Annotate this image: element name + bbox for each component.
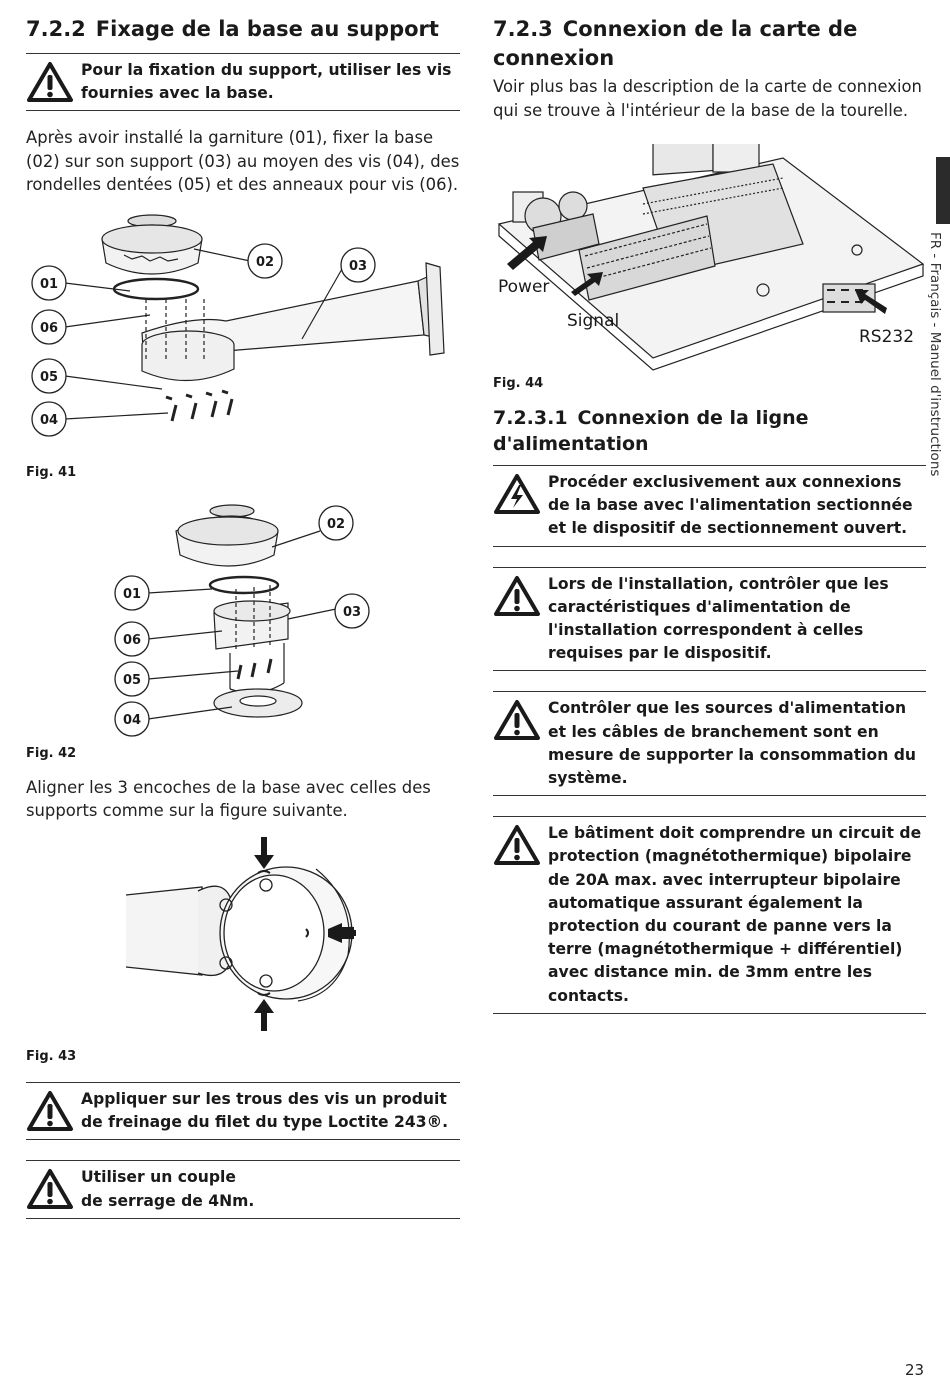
- callout-06: 06: [123, 633, 141, 648]
- arrow-power-icon: [507, 236, 547, 270]
- figure-44-caption: Fig. 44: [493, 376, 544, 391]
- warning-box-installation: Lors de l'installation, contrôler que le…: [493, 566, 926, 672]
- figure-44-labels: Power Signal RS232: [498, 277, 914, 347]
- warning-triangle-icon: [27, 62, 73, 102]
- warning-box-torque: Utiliser un couple de serrage de 4Nm.: [26, 1160, 460, 1219]
- language-side-tab: [936, 157, 950, 224]
- alignment-arrows: [254, 836, 356, 1031]
- warning-box-electric: Procéder exclusivement aux connexions de…: [493, 465, 926, 547]
- arrow-up-icon: [254, 998, 274, 1031]
- warning-text: Utiliser un couple de serrage de 4Nm.: [81, 1168, 255, 1210]
- callout-05: 05: [40, 370, 58, 385]
- warning-box-protection-circuit: Le bâtiment doit comprendre un circuit d…: [493, 816, 926, 1014]
- callout-06: 06: [40, 321, 58, 336]
- callout-05: 05: [123, 673, 141, 688]
- figure-44: Power Signal RS232: [493, 144, 926, 374]
- figure-44-drawing: Power Signal RS232: [497, 144, 925, 371]
- electric-shock-icon: [494, 474, 540, 514]
- arrow-signal-icon: [571, 272, 603, 296]
- warning-text: Le bâtiment doit comprendre un circuit d…: [548, 824, 922, 1005]
- callout-01: 01: [40, 277, 58, 292]
- callout-04: 04: [40, 413, 58, 428]
- label-rs232: RS232: [859, 327, 914, 347]
- callout-03: 03: [349, 259, 367, 274]
- page-number: 23: [905, 1361, 925, 1379]
- label-power: Power: [498, 277, 549, 297]
- callout-02: 02: [256, 255, 274, 270]
- warning-triangle-icon: [494, 575, 540, 616]
- figure-42-callouts: 01 06 05 04 02 03: [114, 505, 370, 737]
- figure-43: [26, 835, 460, 1047]
- arrow-down-icon: [254, 836, 274, 869]
- callout-01: 01: [123, 587, 141, 602]
- paragraph-connection-board: Voir plus bas la description de la carte…: [493, 77, 922, 120]
- paragraph-alignment: Aligner les 3 encoches de la base avec c…: [26, 777, 431, 821]
- figure-42-caption: Fig. 42: [26, 745, 77, 761]
- warning-text: Pour la fixation du support, utiliser le…: [81, 61, 452, 103]
- warning-text: Contrôler que les sources d'alimentation…: [548, 699, 917, 788]
- warning-text: Appliquer sur les trous des vis un produ…: [81, 1089, 449, 1132]
- callout-02: 02: [327, 517, 345, 532]
- figure-41-caption: Fig. 41: [26, 464, 77, 480]
- warning-text: Lors de l'installation, contrôler que le…: [548, 574, 889, 663]
- callout-04: 04: [123, 713, 141, 728]
- warning-box-fixation: Pour la fixation du support, utiliser le…: [26, 53, 460, 112]
- warning-triangle-icon: [27, 1169, 73, 1210]
- figure-43-caption: Fig. 43: [26, 1048, 77, 1064]
- paragraph-installation: Après avoir installé la garniture (01), …: [26, 128, 460, 195]
- figure-41-callouts: 01 06 05 04 02 03: [31, 243, 376, 437]
- warning-text: Procéder exclusivement aux connexions de…: [548, 473, 913, 538]
- figure-42-drawing: 01 06 05 04 02 03: [114, 504, 370, 737]
- figure-42: 01 06 05 04 02 03: [26, 493, 460, 745]
- label-signal: Signal: [567, 311, 619, 331]
- arrow-rs232-icon: [855, 290, 887, 314]
- callout-03: 03: [343, 605, 361, 620]
- figure-43-drawing: [125, 836, 356, 1031]
- figure-41: 01 06 05 04 02 03: [26, 203, 460, 463]
- language-side-label: FR - Français - Manuel d'instructions: [927, 232, 943, 477]
- warning-triangle-icon: [27, 1090, 73, 1131]
- figure-41-drawing: 01 06 05 04 02 03: [31, 214, 445, 437]
- warning-triangle-icon: [494, 700, 540, 741]
- warning-triangle-icon: [494, 825, 540, 866]
- warning-box-loctite: Appliquer sur les trous des vis un produ…: [26, 1081, 460, 1141]
- warning-box-cables: Contrôler que les sources d'alimentation…: [493, 691, 926, 797]
